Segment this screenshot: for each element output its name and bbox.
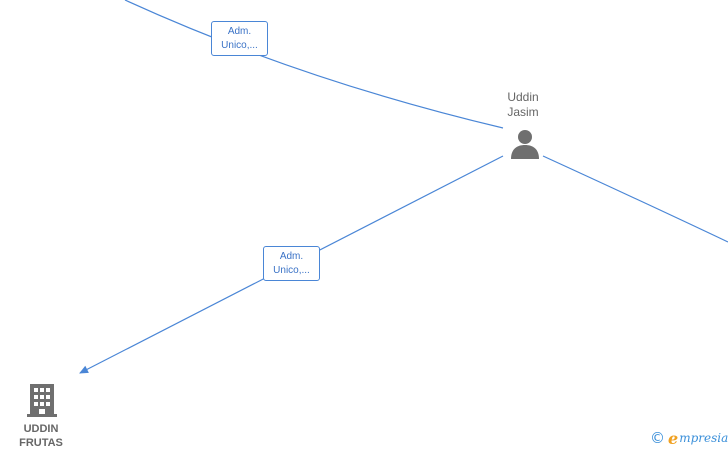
company-name-line1: UDDIN bbox=[23, 423, 59, 435]
edge-label-line2: Unico,... bbox=[273, 265, 310, 276]
brand-logo-text: mpresia bbox=[679, 431, 728, 445]
edge-label-middle[interactable]: Adm. Unico,... bbox=[263, 246, 320, 281]
copyright-symbol: © bbox=[650, 429, 665, 447]
edge-label-line1: Adm. bbox=[279, 251, 304, 262]
edge-label-top[interactable]: Adm. Unico,... bbox=[211, 21, 268, 56]
company-node-name[interactable]: UDDIN FRUTAS bbox=[10, 422, 72, 450]
edge-label-line1: Adm. bbox=[227, 26, 252, 37]
edge-label-line2: Unico,... bbox=[221, 40, 258, 51]
edge-top-to-person bbox=[124, 0, 504, 129]
brand-watermark: © e mpresia bbox=[650, 428, 728, 448]
person-icon[interactable] bbox=[509, 128, 541, 160]
person-name-line2: Jasim bbox=[507, 105, 539, 119]
edge-person-to-right bbox=[542, 155, 728, 243]
brand-logo-initial: e bbox=[668, 428, 679, 448]
person-node-name[interactable]: Uddin Jasim bbox=[493, 90, 553, 120]
building-icon[interactable] bbox=[26, 382, 58, 418]
person-name-line1: Uddin bbox=[507, 90, 539, 104]
company-name-line2: FRUTAS bbox=[19, 437, 63, 449]
